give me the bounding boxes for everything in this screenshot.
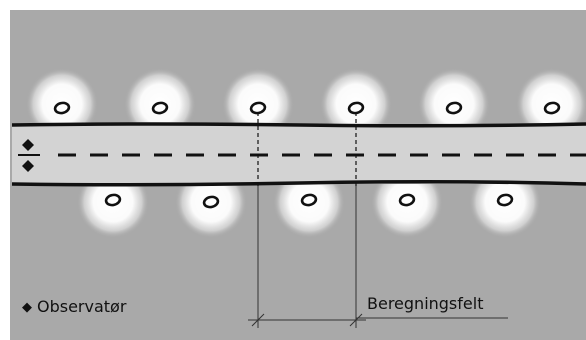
- lamp-icon: [53, 101, 561, 115]
- lamp-icon: [104, 193, 514, 209]
- dimension-tick-left: [251, 313, 265, 327]
- observer-legend-icon: ◆: [22, 300, 32, 315]
- calc-field-label: Beregningsfelt: [367, 294, 484, 313]
- road-edge-bottom: [11, 179, 586, 187]
- road-edge-top: [11, 122, 586, 128]
- legend-label: Observatør: [37, 297, 127, 316]
- dimension-tick-right: [349, 313, 363, 327]
- legend: ◆ Observatør: [22, 299, 126, 315]
- observer-marker-icon: [18, 139, 40, 172]
